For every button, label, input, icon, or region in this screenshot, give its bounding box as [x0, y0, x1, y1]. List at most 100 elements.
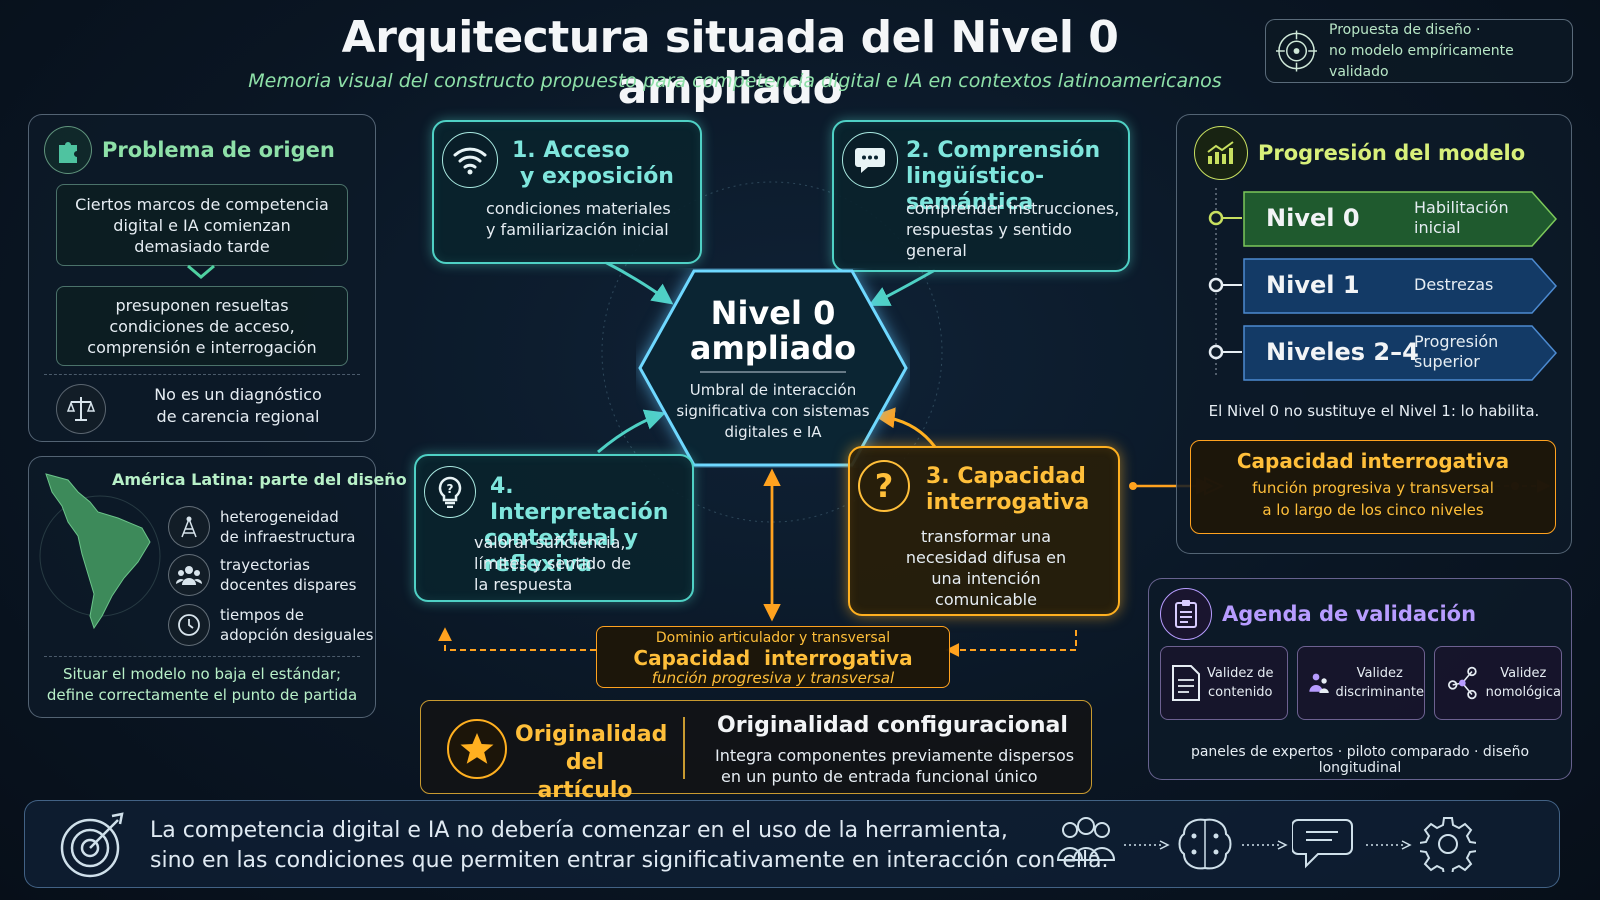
divider: [44, 374, 360, 375]
dashed-right-loop: [945, 630, 1077, 657]
flow-dots: [1124, 840, 1170, 850]
originality-title: Originalidad configuracional: [717, 713, 1068, 738]
antenna-icon: [168, 506, 210, 548]
node-capacidad: ? 3. Capacidad interrogativa transformar…: [848, 446, 1120, 616]
level-desc: Destrezas: [1414, 275, 1494, 294]
capacity-line2: a lo largo de los cinco niveles: [1262, 501, 1484, 519]
arrow-n1-center: [604, 260, 674, 305]
chat-icon: [842, 132, 898, 188]
people-icon: [1309, 673, 1329, 694]
validation-header: Agenda de validación: [1160, 588, 1476, 640]
domain-label: Dominio articulador y transversal: [655, 630, 891, 646]
users-icon: [1056, 817, 1116, 861]
originality-divider: [683, 717, 685, 779]
problem-header: Problema de origen: [44, 126, 335, 174]
problem-box-2: presuponen resueltas condiciones de acce…: [56, 286, 348, 366]
gear-icon: [1420, 817, 1476, 872]
star-icon: [447, 719, 507, 779]
network-icon: [1447, 666, 1477, 700]
puzzle-icon: [44, 126, 92, 174]
node-acceso-desc: condiciones materiales y familiarización…: [486, 199, 671, 239]
progression-header: Progresión del modelo: [1194, 126, 1525, 180]
progression-title: Progresión del modelo: [1258, 141, 1526, 165]
originality-label: Originalidad del artículo: [515, 722, 668, 803]
node-acceso: 1. Acceso y exposición condiciones mater…: [432, 120, 702, 264]
divider: [44, 656, 360, 657]
speech-bubble-icon: [1292, 819, 1353, 869]
question-icon: ?: [858, 460, 910, 512]
domain-title: Capacidad interrogativa: [633, 646, 913, 670]
node-acceso-title: 1. Acceso y exposición: [512, 138, 674, 189]
latam-footer: Situar el modelo no baja el estándar; de…: [46, 665, 358, 704]
latam-title: América Latina: parte del diseño: [112, 470, 407, 489]
document-icon: [1172, 665, 1200, 701]
level-name: Niveles 2–4: [1266, 338, 1419, 366]
capacity-line1: función progresiva y transversal: [1252, 479, 1494, 497]
lightbulb-icon: ?: [424, 466, 476, 518]
domain-sub: función progresiva y transversal: [651, 669, 895, 687]
originality-box: Originalidad del artículo Originalidad c…: [420, 700, 1092, 803]
node-comprension-desc: comprender instrucciones, respuestas y s…: [906, 199, 1120, 260]
footer-message: La competencia digital e IA no debería c…: [150, 818, 1109, 873]
capacity-title: Capacidad interrogativa: [1236, 449, 1510, 473]
south-america-map-icon: [39, 473, 161, 630]
domain-box: Dominio articulador y transversal Capaci…: [596, 626, 950, 688]
growth-chart-icon: [1194, 126, 1248, 180]
node-comprension: 2. Comprensión lingüístico-semántica com…: [832, 120, 1130, 272]
node-capacidad-desc: transformar una necesidad difusa en una …: [905, 527, 1067, 609]
originality-desc: Integra componentes previamente disperso…: [715, 746, 1075, 786]
footer-banner: [24, 800, 1560, 888]
node-interpretacion-desc: valorar suficiencia, límites y sentido d…: [474, 533, 632, 594]
problem-title: Problema de origen: [102, 138, 335, 162]
chevron-down-icon: [187, 264, 215, 279]
clock-icon: [168, 604, 210, 646]
capacity-box: Capacidad interrogativa función progresi…: [1190, 440, 1556, 534]
scales-icon: [56, 384, 106, 434]
flow-dots: [1242, 840, 1288, 850]
center-desc: Umbral de interacción significativa con …: [676, 381, 870, 441]
bullseye-icon: [60, 812, 124, 878]
level-arrow-shape: [1243, 325, 1558, 381]
group-icon: [168, 554, 210, 596]
node-interpretacion-title: 4. Interpretación contextual y reflexiva: [484, 474, 669, 577]
progression-timeline: [1208, 188, 1242, 378]
wifi-icon: [442, 132, 498, 188]
clipboard-icon: [1160, 588, 1212, 640]
center-title: Nivel 0 ampliado: [689, 294, 857, 367]
arrow-n3-center: [873, 407, 937, 448]
validation-title: Agenda de validación: [1222, 602, 1477, 626]
badge-text: Propuesta de diseño · no modelo empírica…: [1329, 21, 1514, 80]
dashed-left-loop: [438, 627, 596, 651]
svg-text:?: ?: [447, 482, 454, 496]
target-icon: [1276, 30, 1318, 72]
level-name: Nivel 1: [1266, 271, 1360, 299]
validation-footer: paneles de expertos · piloto comparado ·…: [1190, 744, 1530, 776]
level-name: Nivel 0: [1266, 204, 1360, 232]
problem-note: No es un diagnóstico de carencia regiona…: [154, 385, 322, 426]
flow-dots: [1366, 840, 1412, 850]
orbit-ring: [601, 181, 943, 523]
brain-icon: [1178, 818, 1232, 870]
level-arrow-shape: [1243, 191, 1558, 247]
arrow-n4-center: [597, 409, 666, 454]
node-comprension-title: 2. Comprensión lingüístico-semántica: [906, 138, 1101, 215]
level-arrow-shape: [1243, 258, 1558, 314]
page-subtitle: Memoria visual del constructo propuesto …: [248, 70, 1222, 92]
progression-note: El Nivel 0 no sustituye el Nivel 1: lo h…: [1208, 402, 1540, 420]
page-title: Arquitectura situada del Nivel 0 ampliad…: [341, 12, 1119, 114]
arrow-n2-center: [868, 268, 936, 306]
node-capacidad-title: 3. Capacidad interrogativa: [926, 464, 1090, 515]
problem-box-1: Ciertos marcos de competencia digital e …: [56, 184, 348, 266]
node-interpretacion: ? 4. Interpretación contextual y reflexi…: [414, 454, 694, 602]
design-badge: Propuesta de diseño · no modelo empírica…: [1265, 19, 1573, 83]
